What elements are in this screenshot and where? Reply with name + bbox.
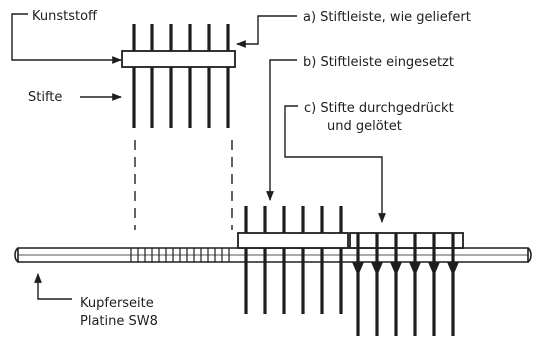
arrow-step-a: [236, 15, 297, 48]
plastic-body-b: [237, 232, 349, 249]
pin-header-a: [121, 24, 236, 128]
label-step-c-line1: c) Stifte durchgedrückt: [304, 101, 454, 116]
pins-c-through-body: [356, 233, 455, 248]
label-platine: Platine SW8: [80, 314, 158, 329]
label-kupferseite: Kupferseite: [80, 296, 154, 311]
board-holes: [130, 248, 230, 262]
pins-b: [244, 206, 343, 314]
arrow-kunststoff: [11, 13, 122, 64]
plastic-body-a: [121, 50, 236, 68]
label-kunststoff: Kunststoff: [32, 9, 98, 24]
arrow-step-c: [284, 105, 386, 223]
arrow-step-b: [266, 59, 297, 201]
pins-c: [356, 233, 455, 336]
plastic-body-c: [349, 232, 464, 249]
label-step-b: b) Stiftleiste eingesetzt: [303, 55, 454, 70]
pins-a: [132, 24, 230, 128]
label-step-c-line2: und gelötet: [327, 119, 402, 134]
label-stifte: Stifte: [28, 90, 62, 105]
pin-header-c: [349, 232, 464, 336]
projection-lines: [134, 140, 233, 230]
leader-lines: [11, 13, 386, 300]
pin-header-b: [237, 206, 349, 314]
label-step-a: a) Stiftleiste, wie geliefert: [303, 10, 471, 25]
arrow-kupferseite: [34, 273, 72, 300]
solder-joints: [352, 262, 459, 276]
